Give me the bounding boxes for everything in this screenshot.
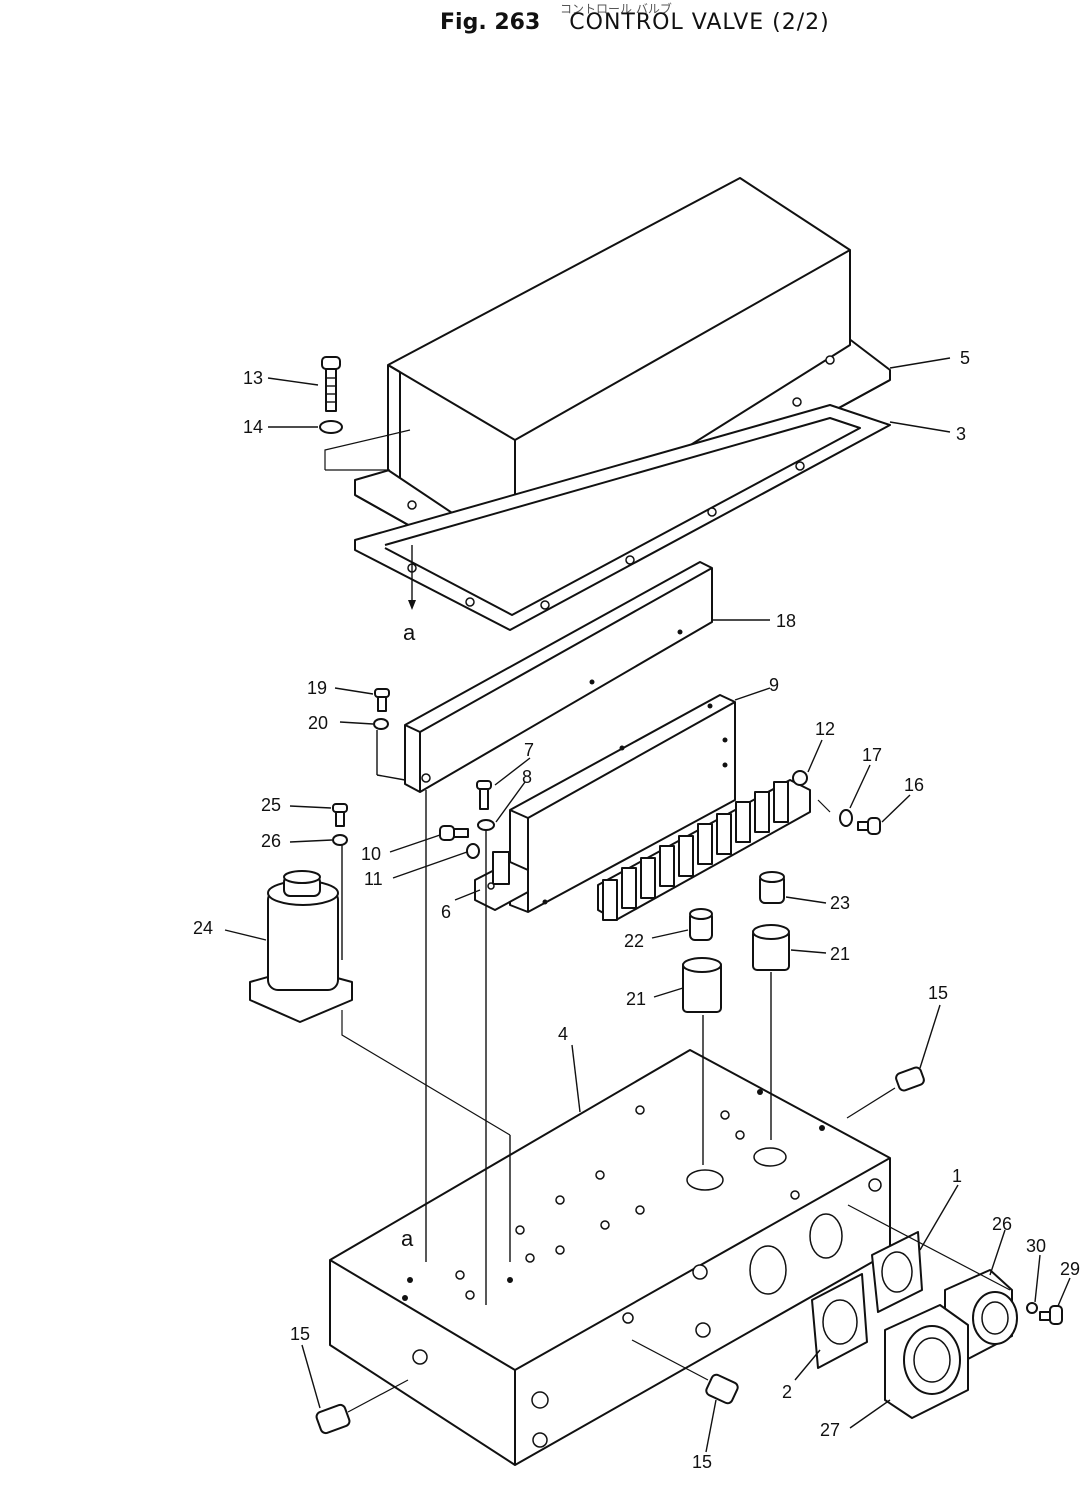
callout-21-left: 21 [626,989,646,1009]
washer-30 [1026,1302,1038,1314]
callout-17: 17 [862,745,882,765]
screw-7 [476,780,492,810]
plug-15-bottom-center [705,1373,739,1405]
gasket-1 [871,1231,923,1313]
sleeve-21-right [752,924,790,971]
figure-number: Fig. 263 [440,10,541,35]
callout-18: 18 [776,611,796,631]
plug-15-top-right [895,1066,925,1092]
screw-29 [1039,1305,1063,1325]
callout-12: 12 [815,719,835,739]
callout-4: 4 [558,1024,568,1044]
callout-23: 23 [830,893,850,913]
callout-6: 6 [441,902,451,922]
washer-20 [373,718,389,730]
callout-25: 25 [261,795,281,815]
callout-1: 1 [952,1166,962,1186]
callout-2: 2 [782,1382,792,1402]
callout-21-right: 21 [830,944,850,964]
callout-13: 13 [243,368,263,388]
sleeve-21-left [682,957,722,1013]
ref-a-bottom: a [401,1226,414,1251]
washer-11 [466,843,480,859]
callout-3: 3 [956,424,966,444]
callout-leaders [224,357,1071,1453]
callout-15-bottom-center: 15 [692,1452,712,1472]
screw-16 [857,817,881,835]
callout-26-upper: 26 [261,831,281,851]
callout-7: 7 [524,740,534,760]
terminal-strip-12 [597,770,811,921]
callout-11: 11 [364,869,383,889]
callout-30: 30 [1026,1236,1046,1256]
callout-5: 5 [960,348,970,368]
gasket-2 [811,1273,868,1369]
callout-9: 9 [769,675,779,695]
callout-8: 8 [522,767,532,787]
washer-17 [839,809,853,827]
valve-body-4 [329,1049,891,1466]
solenoid-24 [249,870,353,1023]
screw-10 [439,825,469,841]
terminal-board-9 [509,694,736,913]
washer-14 [319,420,343,434]
plug-23 [759,871,785,904]
callout-27: 27 [820,1420,840,1440]
bracket-6 [474,851,529,911]
callout-15-top-right: 15 [928,983,948,1003]
screw-25 [332,803,348,827]
figure-title: Fig. 263 CONTROL VALVE (2/2) [440,10,860,50]
plug-15-bottom-left [315,1403,351,1435]
ref-a-top: a [403,620,416,645]
japanese-title: コントロール バルブ [560,2,672,16]
callout-10: 10 [361,844,381,864]
callout-24: 24 [193,918,213,938]
callout-labels: 5 3 13 14 a 18 19 20 9 7 8 12 17 16 25 2… [193,348,1080,1472]
plug-22 [689,908,713,941]
bracket-18 [404,561,713,793]
callout-19: 19 [307,678,327,698]
washer-8 [477,819,495,831]
callout-16: 16 [904,775,924,795]
bolt-13 [321,356,341,412]
callout-22: 22 [624,931,644,951]
connector-27 [884,1304,969,1419]
callout-29: 29 [1060,1259,1080,1279]
callout-15-bottom-left: 15 [290,1324,310,1344]
callout-20: 20 [308,713,328,733]
callout-26-lower: 26 [992,1214,1012,1234]
washer-26 [332,834,348,846]
figure-name: CONTROL VALVE (2/2) [569,10,830,35]
screw-19 [374,688,390,712]
callout-14: 14 [243,417,263,437]
